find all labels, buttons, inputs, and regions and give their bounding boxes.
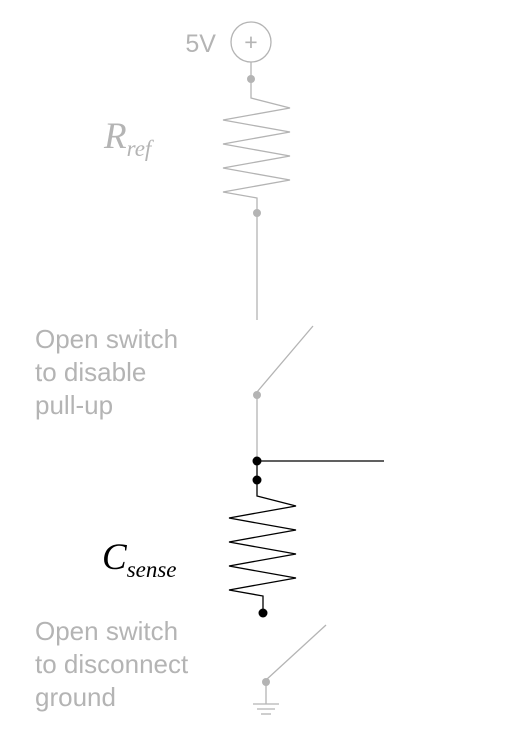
- rref-label-subscript: ref: [127, 136, 155, 161]
- ground-switch-line-1: Open switch: [35, 616, 178, 646]
- supply-voltage-label: 5V: [185, 30, 216, 58]
- ground-switch-label: Open switch to disconnect ground: [35, 616, 195, 712]
- csense-label-main: C: [102, 537, 128, 578]
- plus-circle-icon: +: [230, 21, 272, 63]
- ground-switch-blade: [265, 624, 327, 681]
- csense-element: [228, 480, 297, 612]
- rref-label: Rref: [103, 116, 155, 161]
- ground-switch-line-3: ground: [35, 682, 116, 712]
- pullup-switch-line-3: pull-up: [35, 390, 113, 420]
- csense-label: Csense: [102, 537, 177, 582]
- pullup-switch-line-2: to disable: [35, 357, 146, 387]
- csense-label-subscript: sense: [127, 557, 177, 582]
- pullup-switch-label: Open switch to disable pull-up: [35, 324, 185, 420]
- supply-plus-symbol: +: [244, 29, 257, 55]
- node-csense-bottom: [258, 608, 268, 618]
- ground-icon: [253, 682, 279, 715]
- ground-switch-line-2: to disconnect: [35, 649, 189, 679]
- rref-label-main: R: [103, 116, 127, 157]
- pullup-switch-line-1: Open switch: [35, 324, 178, 354]
- pullup-switch-blade: [256, 325, 314, 393]
- resistor-rref: [222, 79, 291, 212]
